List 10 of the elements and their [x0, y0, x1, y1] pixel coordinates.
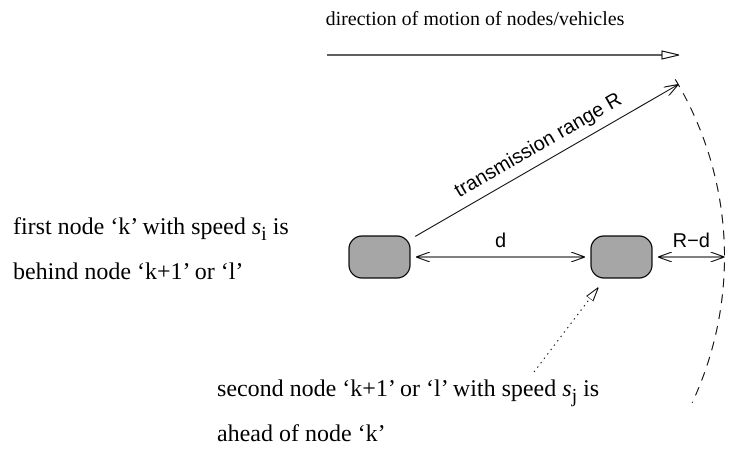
vehicle-box	[590, 235, 653, 279]
arrow	[658, 252, 725, 262]
vehicle-box	[348, 235, 411, 279]
caption-text: direction of motion of nodes/vehicles	[326, 7, 624, 31]
leader-line	[534, 287, 599, 372]
arrow	[414, 84, 679, 237]
node-description: first node ‘k’ with speed s$_{i}$ is behind node ‘k+1’ or ‘l’	[13, 213, 290, 287]
arrow	[416, 252, 586, 262]
range-arc	[674, 78, 725, 404]
node-description: second node ‘k+1’ or ‘l’ with speed s$_{j}$ is ahead of node ‘k’	[217, 370, 627, 453]
